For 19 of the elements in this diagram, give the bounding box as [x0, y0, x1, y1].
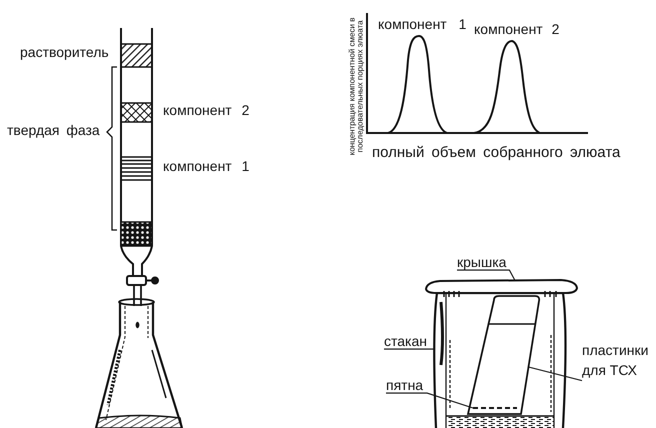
part-label: пятна	[386, 377, 424, 394]
leader-line	[384, 348, 434, 350]
bracket-label: твердая фаза	[7, 122, 100, 138]
tlc-plate	[467, 295, 540, 415]
part-label: компонент 1	[163, 158, 250, 174]
peak-label: компонент 2	[474, 21, 560, 38]
part-label: компонент 2	[163, 102, 250, 118]
part-label: пластинки для ТСХ	[582, 340, 654, 381]
part-label: крышка	[457, 254, 506, 270]
axis-label: полный объем собранного элюата	[372, 144, 620, 162]
part-label: растворитель	[20, 44, 109, 60]
glass-beaker	[433, 292, 567, 428]
axis-label: концентрация компонентной смеси в последовательных порциях элюата	[348, 16, 366, 157]
peak-label: компонент 1	[378, 16, 466, 32]
beaker-lid	[425, 279, 578, 298]
leader-line	[386, 392, 474, 409]
leader-line	[528, 366, 582, 382]
part-label: стакан	[384, 333, 427, 350]
leader-line	[457, 270, 516, 281]
